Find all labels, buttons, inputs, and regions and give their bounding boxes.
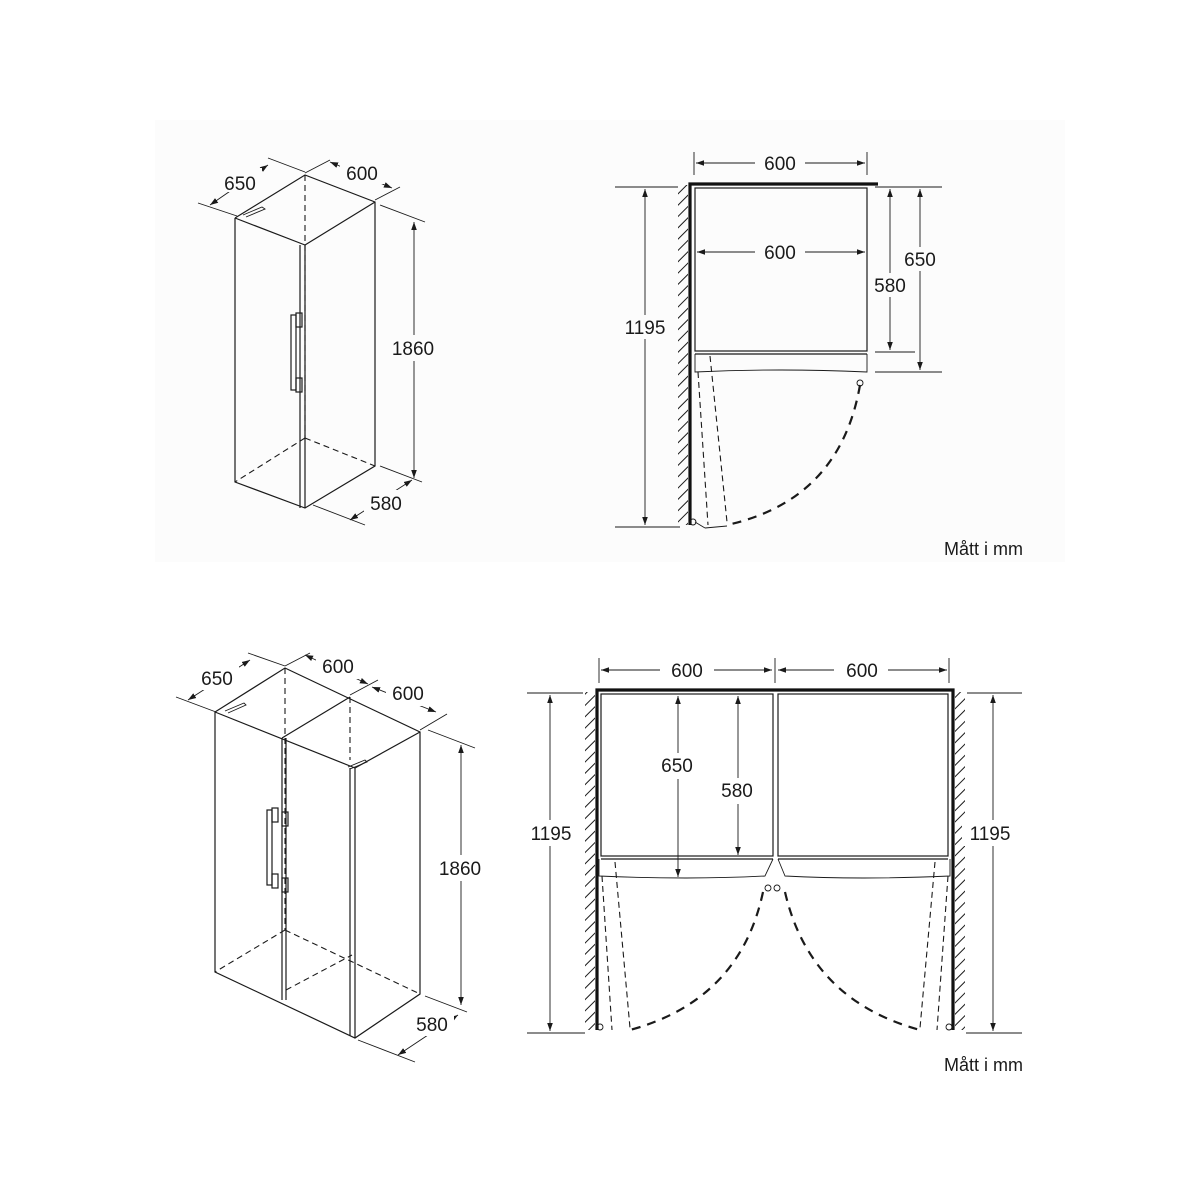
single-plan-depth-650-label: 650	[904, 250, 936, 271]
units-caption-top: Mått i mm	[944, 539, 1023, 559]
double-iso-width-left-label: 600	[322, 657, 354, 678]
double-fridge-plan: 600 600 650 580 1195 1195	[524, 658, 1022, 1034]
double-plan-width-right-label: 600	[846, 661, 878, 682]
single-fridge-isometric: 650 600 1860 580	[197, 157, 438, 526]
double-plan-total-depth-right-label: 1195	[970, 824, 1011, 845]
single-iso-depth-label: 650	[224, 174, 256, 195]
single-plan-total-depth-label: 1195	[625, 318, 666, 339]
double-fridge-isometric: 650 600 600 1860 580	[175, 652, 485, 1063]
single-plan-depth-580-label: 580	[874, 276, 906, 297]
single-iso-height-label: 1860	[392, 339, 434, 360]
double-plan-depth-650-label: 650	[661, 756, 693, 777]
double-iso-height-label: 1860	[439, 859, 481, 880]
top-panel-background	[155, 120, 1065, 562]
single-iso-width-label: 600	[346, 164, 378, 185]
double-plan-width-left-label: 600	[671, 661, 703, 682]
units-caption-bottom: Mått i mm	[944, 1055, 1023, 1075]
single-plan-top-width-label: 600	[764, 154, 796, 175]
double-iso-door-depth-label: 580	[416, 1015, 448, 1036]
single-plan-inner-width-label: 600	[764, 243, 796, 264]
double-plan-total-depth-left-label: 1195	[531, 824, 572, 845]
double-plan-depth-580-label: 580	[721, 781, 753, 802]
single-iso-door-depth-label: 580	[370, 494, 402, 515]
double-iso-depth-label: 650	[201, 669, 233, 690]
double-iso-width-right-label: 600	[392, 684, 424, 705]
single-fridge-plan: 600 600 1195 580 650	[615, 152, 942, 529]
